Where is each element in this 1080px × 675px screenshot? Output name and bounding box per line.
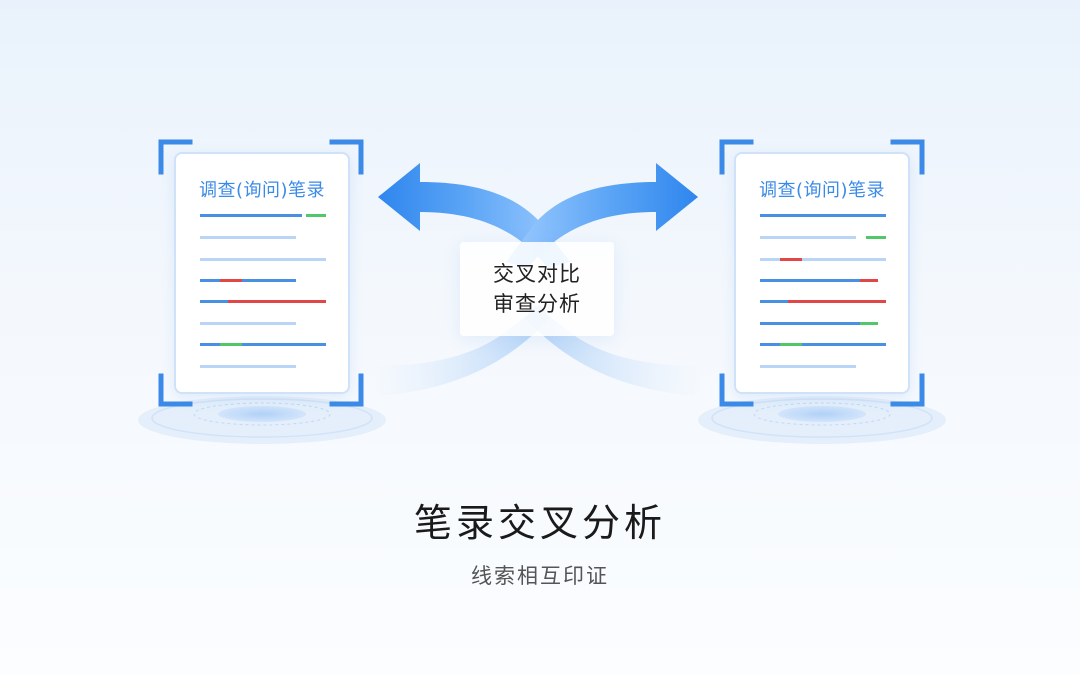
text-line: [760, 279, 860, 282]
text-line: [200, 236, 296, 239]
highlight-green: [220, 343, 242, 346]
cross-compare-line-1: 交叉对比: [493, 259, 581, 289]
left-document-card: 调查(询问)笔录: [174, 152, 350, 394]
text-line: [200, 343, 326, 346]
left-document-lines: [176, 154, 348, 392]
text-line: [200, 258, 326, 261]
highlight-red: [780, 258, 802, 261]
text-line: [200, 300, 228, 303]
text-line: [200, 322, 296, 325]
text-line: [760, 300, 788, 303]
text-line: [760, 343, 886, 346]
highlight-red: [220, 279, 242, 282]
right-document-card: 调查(询问)笔录: [734, 152, 910, 394]
cross-compare-line-2: 审查分析: [493, 289, 581, 319]
text-line: [200, 365, 296, 368]
highlight-red: [788, 300, 886, 303]
text-line: [760, 214, 886, 217]
cross-compare-label: 交叉对比 审查分析: [460, 242, 614, 336]
page-title: 笔录交叉分析: [0, 492, 1080, 547]
text-line: [760, 236, 856, 239]
text-line: [200, 279, 296, 282]
highlight-green: [306, 214, 326, 217]
text-line: [200, 214, 302, 217]
highlight-green: [866, 236, 886, 239]
highlight-green: [780, 343, 802, 346]
page-subtitle: 线索相互印证: [0, 560, 1080, 590]
text-line: [760, 365, 856, 368]
right-document-lines: [736, 154, 908, 392]
highlight-red: [228, 300, 326, 303]
highlight-green: [860, 322, 878, 325]
text-line: [760, 322, 860, 325]
highlight-red: [860, 279, 878, 282]
text-line: [760, 258, 886, 261]
